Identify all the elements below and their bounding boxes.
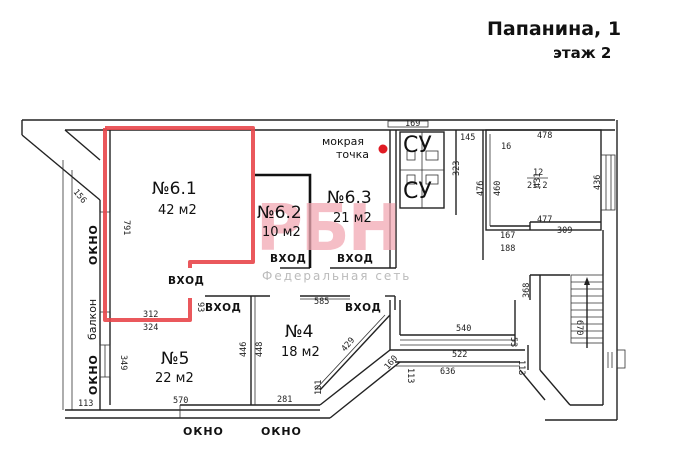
dim-145: 145 — [460, 133, 475, 143]
wet-point-label-1: мокрая — [322, 135, 364, 148]
room-6-1-outline-top — [105, 126, 255, 268]
room-number: №6.2 — [257, 203, 302, 223]
dim-670: 670 — [574, 320, 584, 335]
room-6-1: №6.1 42 м2 — [152, 179, 197, 218]
window-label: ОКНО — [183, 425, 224, 438]
dim-791: 791 — [121, 220, 131, 235]
dim-570: 570 — [173, 396, 188, 406]
dim-113a: 113 — [78, 399, 93, 409]
dim-16: 16 — [501, 142, 511, 152]
room-6-1-outline — [103, 128, 192, 322]
watermark-subtitle: Федеральная сеть — [262, 269, 411, 283]
window-label: ОКНО — [87, 354, 100, 395]
dim-460: 460 — [493, 181, 503, 196]
dim-281: 281 — [277, 395, 292, 405]
entrance-label: ВХОД — [345, 302, 381, 314]
dim-93: 93 — [195, 302, 205, 312]
dim-323: 323 — [452, 161, 462, 176]
dim-309: 309 — [557, 226, 572, 236]
room-number: №4 — [285, 322, 314, 342]
entrance-label: ВХОД — [168, 275, 204, 287]
room-area: 10 м2 — [262, 225, 301, 240]
window-label: ОКНО — [87, 224, 100, 265]
window-label: ОКНО — [261, 425, 302, 438]
dim-160: 160 — [383, 354, 401, 372]
dim-522: 522 — [452, 350, 467, 360]
room-area: 21 м2 — [333, 211, 372, 226]
entrance-label: ВХОД — [337, 253, 373, 265]
room-number: №5 — [161, 349, 190, 369]
room-6-3: №6.3 21 м2 — [327, 188, 372, 226]
room12-number: 12 — [533, 168, 543, 178]
room-number: №6.1 — [152, 179, 197, 199]
dim-324: 324 — [143, 323, 158, 333]
entrance-label: ВХОД — [270, 253, 306, 265]
address-title: Папанина, 1 — [487, 18, 622, 40]
room-5: №5 22 м2 — [155, 349, 194, 386]
dim-312: 312 — [143, 310, 158, 320]
room-number: №6.3 — [327, 188, 372, 208]
dim-101: 101 — [314, 380, 324, 395]
room-4: №4 18 м2 — [281, 322, 320, 360]
dim-636: 636 — [440, 367, 455, 377]
dim-167: 167 — [500, 231, 515, 241]
room-area: 22 м2 — [155, 371, 194, 386]
bathroom-label: СУ — [403, 179, 432, 204]
staircase — [570, 274, 604, 348]
dim-476: 476 — [476, 181, 486, 196]
dim-585: 585 — [314, 297, 329, 307]
bathroom-label: СУ — [403, 133, 432, 158]
watermark-logo: РБН — [256, 192, 399, 266]
dim-349: 349 — [118, 355, 128, 370]
dim-53: 53 — [508, 337, 518, 347]
dim-446: 446 — [239, 342, 249, 357]
room12-area: 21,2 — [527, 181, 547, 191]
dim-113c: 113 — [516, 360, 526, 375]
dim-540: 540 — [456, 324, 471, 334]
room-area: 18 м2 — [281, 345, 320, 360]
dim-478: 478 — [537, 131, 552, 141]
dim-368: 368 — [522, 283, 532, 298]
room-area: 42 м2 — [158, 203, 197, 218]
dim-448: 448 — [255, 342, 265, 357]
dim-429: 429 — [340, 336, 358, 354]
balcony-label: балкон — [86, 299, 99, 340]
room-6-2-outline — [255, 173, 312, 268]
entrance-label: ВХОД — [205, 302, 241, 314]
dim-169: 169 — [405, 119, 420, 129]
floor-label: этаж 2 — [553, 44, 612, 62]
dim-156: 156 — [71, 188, 89, 206]
dim-188: 188 — [500, 244, 515, 254]
dimensions: 156 791 312 324 93 349 113 570 446 448 5… — [71, 119, 603, 409]
dim-436: 436 — [593, 175, 603, 190]
dim-431: 431 — [533, 173, 543, 188]
dim-477: 477 — [537, 215, 552, 225]
room-6-2: №6.2 10 м2 — [257, 203, 302, 240]
wet-point-label-2: точка — [336, 148, 369, 161]
dim-113b: 113 — [405, 368, 415, 383]
wet-point-marker — [378, 144, 388, 154]
